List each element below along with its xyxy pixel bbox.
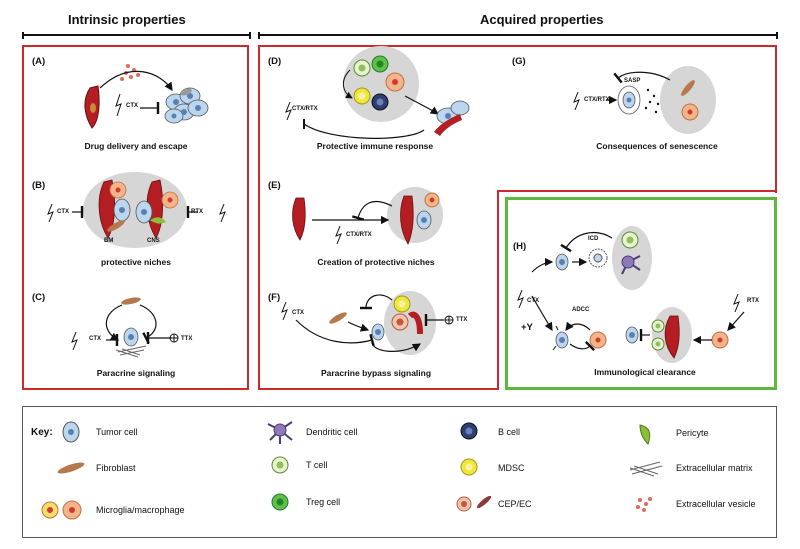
panel-e-drawing [292, 187, 443, 245]
panel-b-caption: protective niches [101, 257, 171, 267]
clearance-panel [505, 197, 777, 390]
panel-h-drug-right: RTX [747, 298, 759, 304]
key-box [22, 406, 777, 538]
extracellular-matrix-icon [629, 461, 663, 477]
panel-g-caption: Consequences of senescence [596, 141, 718, 151]
panel-g-sasp: SASP [624, 78, 641, 84]
panel-d-drug: CTX/RTX [292, 106, 318, 112]
microglia-macrophage-icon [41, 500, 82, 520]
panel-a-letter: (A) [32, 56, 46, 67]
key-label-dendritic: Dendritic cell [306, 427, 358, 437]
panel-c-drug-left: CTX [89, 336, 101, 342]
panel-h-drawing [517, 226, 745, 363]
panel-d-letter: (D) [268, 56, 282, 67]
panel-f-letter: (F) [268, 292, 281, 303]
panel-b-drug-right: RTX [191, 209, 203, 215]
key-label-mdsc: MDSC [498, 463, 525, 473]
panel-e-caption: Creation of protective niches [317, 257, 435, 267]
panel-b-drug-left: CTX [57, 209, 69, 215]
extracellular-vesicle-icon [636, 497, 652, 512]
panel-g-drawing [573, 66, 716, 134]
panel-e-drug: CTX/RTX [346, 232, 372, 238]
fibroblast-icon [57, 462, 85, 474]
panel-c-caption: Paracrine signaling [96, 368, 176, 378]
panel-h-caption: Immunological clearance [594, 367, 696, 377]
b-cell-icon [460, 422, 478, 440]
key-label-tcell: T cell [306, 460, 328, 470]
panel-b-cns-label: CNS [147, 238, 160, 244]
panel-b-bm-label: BM [104, 238, 114, 244]
panel-d-drawing [285, 46, 470, 139]
panel-f-drug-right: TTX [456, 317, 468, 323]
panel-e-letter: (E) [268, 180, 281, 191]
cep-ec-icon [456, 495, 492, 512]
panel-g-letter: (G) [512, 56, 526, 67]
mdsc-icon [460, 458, 478, 476]
key-label-treg: Treg cell [306, 497, 341, 507]
panel-h-icd: ICD [588, 236, 599, 242]
panel-h-adcc: ADCC [572, 307, 590, 313]
panel-h-letter: (H) [513, 241, 527, 252]
key-label-bcell: B cell [498, 427, 521, 437]
pericyte-icon [639, 424, 651, 445]
panel-a-drug: CTX [126, 103, 138, 109]
panel-b-letter: (B) [32, 180, 46, 191]
panel-f-caption: Paracrine bypass signaling [320, 368, 432, 378]
intrinsic-bracket [22, 32, 251, 39]
key-label-pericyte: Pericyte [676, 428, 709, 438]
panel-h-plus-y: +Y [521, 322, 533, 333]
key-label-ecm: Extracellular matrix [676, 463, 753, 473]
panel-g-drug: CTX/RTX [584, 97, 610, 103]
t-cell-icon [271, 456, 289, 474]
panel-c-drug-right: TTX [181, 336, 193, 342]
panel-f-drawing [281, 291, 454, 355]
panel-b-drawing [47, 172, 226, 248]
key-title: Key: [31, 427, 53, 438]
panel-a-drawing [84, 64, 209, 129]
panel-a-caption: Drug delivery and escape [84, 141, 188, 151]
key-label-fibroblast: Fibroblast [96, 463, 136, 473]
acquired-header: Acquired properties [480, 12, 604, 27]
panel-f-drug-left: CTX [292, 310, 304, 316]
key-label-cep: CEP/EC [498, 499, 532, 509]
panel-c-drawing [71, 297, 179, 358]
intrinsic-header: Intrinsic properties [68, 12, 186, 27]
key-label-tumor: Tumor cell [96, 427, 138, 437]
tumor-cell-icon [62, 421, 80, 443]
treg-cell-icon [271, 493, 289, 511]
panel-d-caption: Protective immune response [316, 141, 434, 151]
key-label-vesicle: Extracellular vesicle [676, 499, 756, 509]
key-label-microglia: Microglia/macrophage [96, 505, 185, 515]
panel-c-letter: (C) [32, 292, 46, 303]
dendritic-cell-icon [267, 421, 293, 444]
acquired-bracket [258, 32, 778, 39]
panel-h-drug-left: CTX [527, 298, 539, 304]
intrinsic-panel [22, 45, 249, 390]
